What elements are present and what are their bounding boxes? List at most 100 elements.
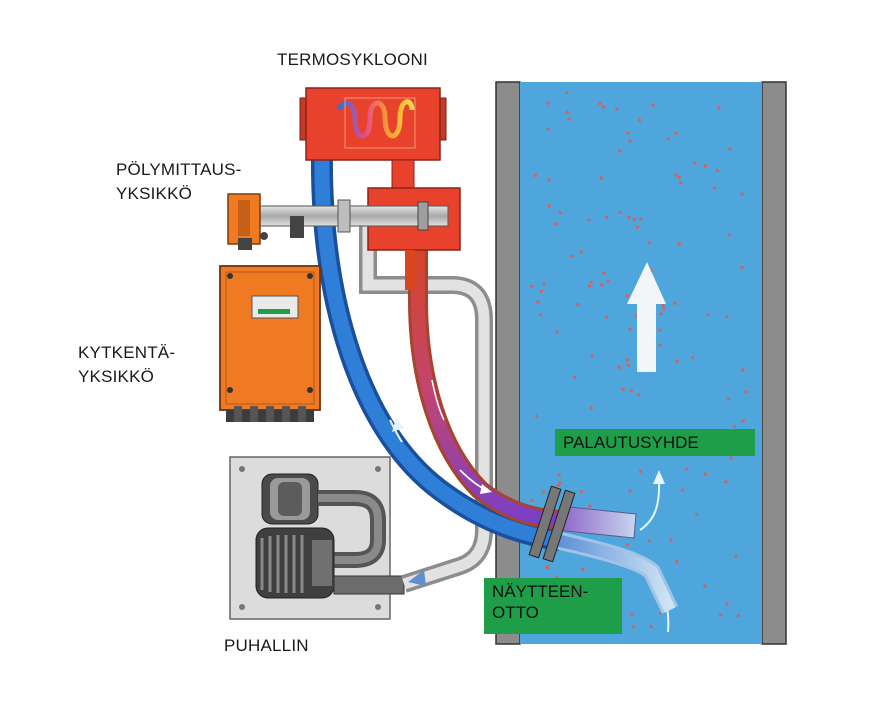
particle bbox=[569, 254, 574, 258]
particle bbox=[542, 282, 546, 286]
particle bbox=[703, 164, 708, 168]
particle bbox=[628, 489, 632, 493]
particle bbox=[617, 365, 621, 369]
thermocyclone bbox=[299, 87, 461, 290]
label-sampling: NÄYTTEEN- OTTO bbox=[484, 578, 622, 634]
particle bbox=[703, 584, 707, 588]
particle bbox=[605, 215, 609, 219]
particle bbox=[546, 101, 550, 105]
particle bbox=[601, 105, 606, 109]
particle bbox=[647, 539, 651, 543]
particle bbox=[658, 328, 662, 332]
particle bbox=[662, 307, 666, 311]
particle bbox=[581, 567, 585, 572]
particle bbox=[736, 614, 741, 618]
blower-unit bbox=[229, 456, 405, 620]
particle bbox=[658, 343, 663, 347]
particle bbox=[599, 176, 603, 180]
particle bbox=[626, 363, 631, 367]
particle bbox=[647, 241, 651, 245]
particle bbox=[580, 490, 584, 494]
particle bbox=[719, 613, 723, 617]
particle bbox=[674, 173, 678, 177]
particle bbox=[589, 406, 594, 410]
particle bbox=[630, 612, 634, 616]
particle bbox=[626, 294, 630, 298]
particle bbox=[602, 271, 606, 275]
particle bbox=[539, 313, 543, 317]
particle bbox=[536, 300, 540, 304]
particle bbox=[547, 178, 551, 182]
particle bbox=[675, 560, 679, 564]
particle bbox=[588, 504, 592, 508]
particle bbox=[556, 483, 560, 487]
particle bbox=[680, 488, 684, 492]
particle bbox=[587, 284, 592, 288]
return-flow-arrow bbox=[639, 479, 661, 531]
particle bbox=[741, 419, 746, 423]
particle bbox=[590, 354, 594, 358]
particle bbox=[693, 161, 697, 165]
particle bbox=[706, 312, 710, 317]
label-thermocyclone: TERMOSYKLOONI bbox=[277, 50, 428, 69]
particle bbox=[615, 107, 619, 111]
particle bbox=[695, 512, 699, 517]
sampling-probes bbox=[528, 485, 679, 614]
label-return-connection: PALAUTUSYHDE bbox=[555, 429, 755, 456]
particle bbox=[579, 250, 583, 254]
particle bbox=[712, 186, 716, 190]
particle bbox=[558, 211, 562, 215]
particle bbox=[576, 302, 580, 307]
particle bbox=[726, 397, 731, 401]
particle bbox=[740, 192, 744, 196]
particle bbox=[677, 175, 681, 179]
particle bbox=[533, 173, 538, 177]
particle bbox=[557, 473, 561, 477]
particle bbox=[677, 242, 681, 246]
duct-wall-right bbox=[761, 81, 787, 645]
particle bbox=[600, 283, 604, 287]
particle bbox=[685, 467, 689, 471]
flow-direction-arrow bbox=[627, 262, 666, 372]
particle bbox=[659, 312, 663, 316]
particle bbox=[618, 210, 622, 215]
duct-wall-left bbox=[495, 81, 521, 645]
particle bbox=[565, 110, 570, 114]
particle bbox=[564, 90, 569, 95]
particle bbox=[634, 314, 638, 318]
particle bbox=[674, 131, 678, 135]
label-switch-unit-2: YKSIKKÖ bbox=[78, 367, 155, 386]
particle bbox=[628, 327, 632, 331]
particle bbox=[628, 139, 632, 143]
particle bbox=[626, 131, 630, 135]
particle bbox=[732, 424, 736, 428]
particle bbox=[675, 359, 679, 363]
particle bbox=[530, 498, 534, 502]
particle bbox=[546, 127, 551, 131]
particle bbox=[545, 566, 549, 570]
particle bbox=[637, 393, 641, 397]
particle bbox=[555, 330, 559, 334]
particle bbox=[632, 625, 636, 629]
particle bbox=[678, 181, 682, 185]
particle bbox=[621, 387, 625, 391]
particle bbox=[666, 137, 671, 141]
particle bbox=[691, 356, 695, 360]
particle bbox=[567, 117, 571, 121]
label-blower: PUHALLIN bbox=[224, 636, 309, 655]
particle bbox=[618, 149, 622, 153]
particle bbox=[638, 469, 643, 474]
particle bbox=[632, 217, 637, 222]
particle bbox=[651, 103, 655, 107]
particle bbox=[649, 625, 653, 629]
particle bbox=[638, 118, 642, 122]
switch-unit bbox=[219, 265, 321, 422]
particle bbox=[587, 218, 591, 222]
particle bbox=[530, 284, 534, 288]
label-switch-unit-1: KYTKENTÄ- bbox=[78, 343, 176, 362]
particle bbox=[554, 222, 558, 226]
particle bbox=[541, 490, 546, 494]
particle bbox=[661, 303, 665, 308]
